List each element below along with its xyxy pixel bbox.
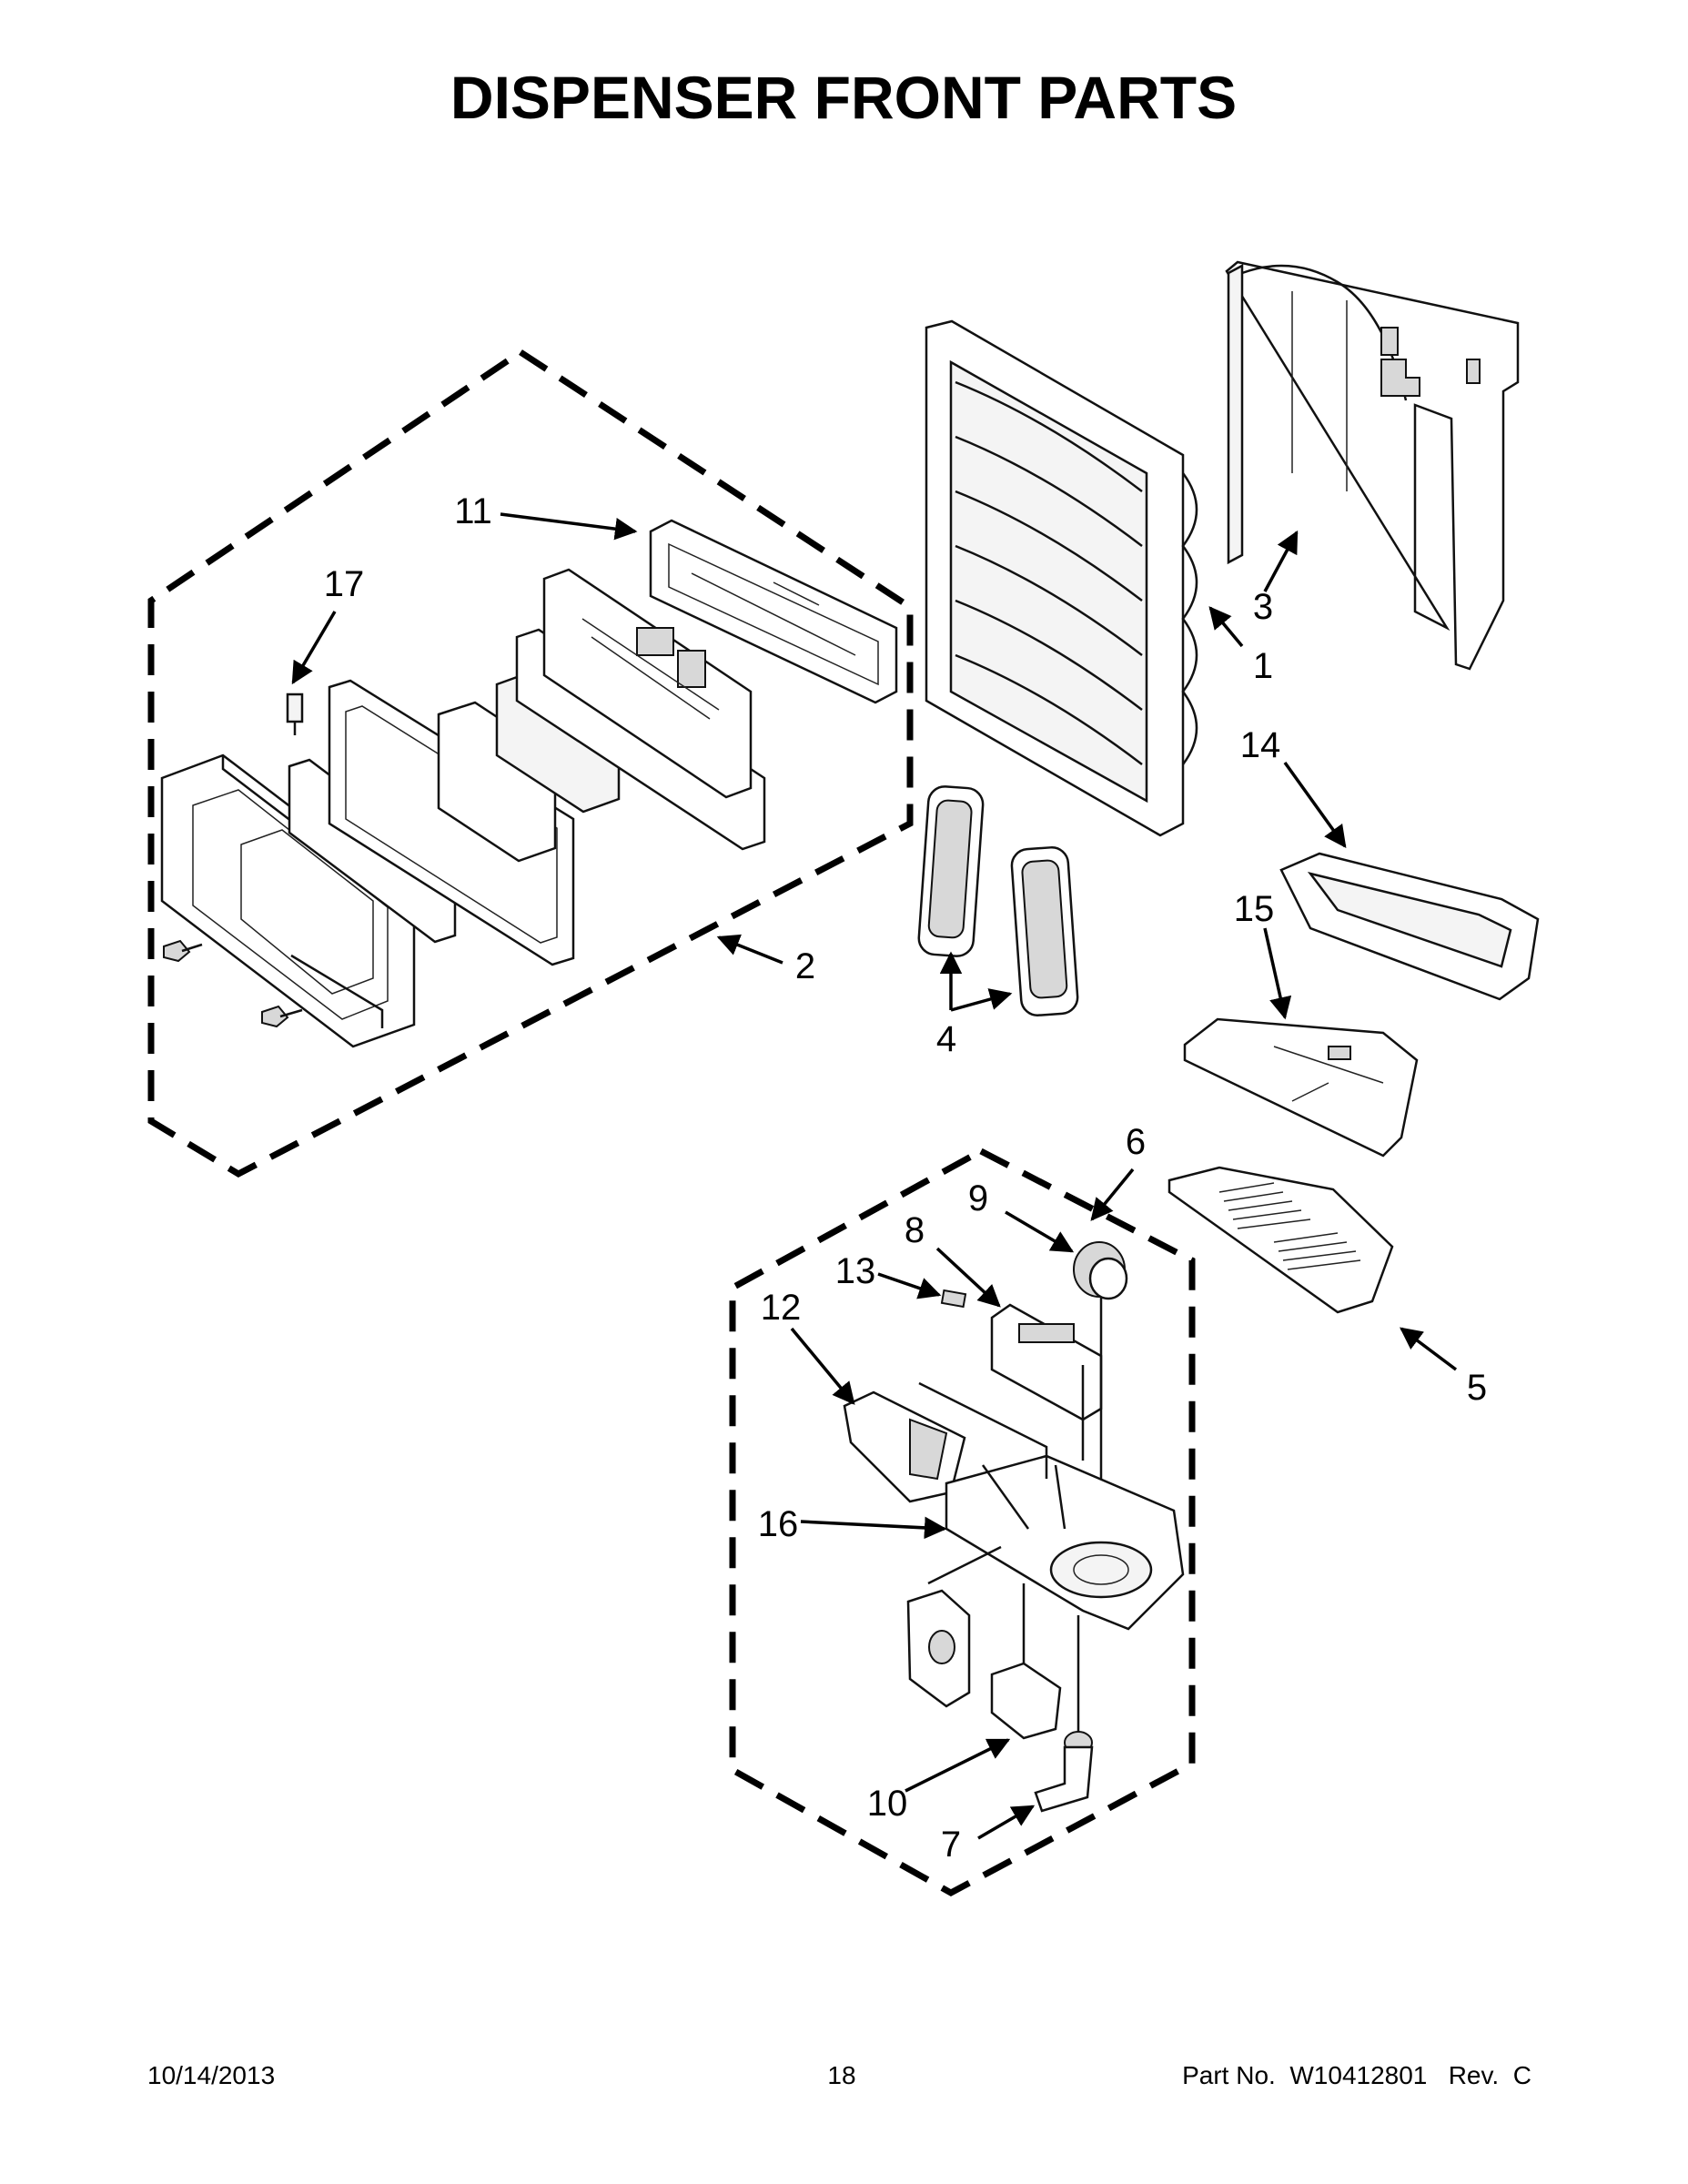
callout-6: 6	[1126, 1122, 1146, 1162]
group-boundary-dispenser-mechanism	[729, 1148, 1196, 1896]
part-3-rear-cover	[1225, 260, 1520, 671]
leader-8	[935, 1247, 1001, 1308]
part-17-connector	[286, 693, 304, 735]
part-4-button-pad-right	[1010, 846, 1079, 1016]
callout-16: 16	[758, 1504, 799, 1544]
leader-9	[1005, 1210, 1075, 1253]
callout-13: 13	[835, 1251, 876, 1291]
assembly-guide-lines	[918, 1297, 1103, 1734]
part-display-frame	[328, 679, 575, 966]
leader-14	[1283, 761, 1347, 848]
part-9-motor-cap	[1073, 1241, 1128, 1300]
callout-12: 12	[761, 1288, 802, 1328]
callout-17: 17	[324, 564, 365, 604]
callout-1: 1	[1253, 646, 1273, 686]
footer-part-number: Part No. W10412801 Rev. C	[1182, 2061, 1531, 2089]
callout-9: 9	[968, 1178, 988, 1218]
leader-5	[1400, 1327, 1458, 1371]
part-1-dispenser-housing	[925, 319, 1198, 837]
leader-12	[790, 1327, 855, 1405]
callout-11: 11	[454, 491, 492, 531]
callout-2: 2	[795, 946, 815, 986]
footer-page-number: 18	[827, 2061, 855, 2089]
leader-6	[1090, 1168, 1135, 1221]
part-screw-right	[261, 1005, 303, 1028]
callout-8: 8	[905, 1210, 925, 1250]
leader-13	[877, 1272, 942, 1299]
leader-15	[1263, 927, 1292, 1020]
leader-4-right	[950, 988, 1013, 1012]
part-16-dispenser-base	[945, 1454, 1185, 1631]
leader-11	[500, 512, 638, 541]
footer-date: 10/14/2013	[147, 2061, 275, 2089]
callout-10: 10	[867, 1784, 908, 1824]
part-ice-door-flap	[906, 1589, 971, 1708]
part-control-board	[542, 568, 753, 799]
group-boundary-control-panel	[147, 348, 914, 1178]
leader-16	[800, 1516, 947, 1540]
part-4-button-pad-left	[917, 785, 985, 957]
leader-3	[1263, 530, 1299, 592]
callout-4: 4	[936, 1019, 956, 1059]
part-15-tray-support	[1183, 1017, 1419, 1158]
callout-5: 5	[1467, 1368, 1487, 1408]
callout-14: 14	[1240, 725, 1281, 765]
leader-7	[977, 1805, 1036, 1840]
page-title: DISPENSER FRONT PARTS	[450, 64, 1237, 131]
leader-10	[905, 1738, 1011, 1793]
part-7-water-fitting	[1034, 1731, 1094, 1813]
leader-2	[716, 934, 783, 965]
part-8-actuator-bracket	[990, 1303, 1103, 1421]
callout-7: 7	[941, 1825, 961, 1865]
callout-15: 15	[1234, 889, 1275, 929]
part-10-switch	[990, 1662, 1062, 1740]
part-13-pin	[940, 1289, 967, 1309]
leader-17	[291, 611, 337, 685]
grille-slots	[1218, 1182, 1361, 1270]
callout-3: 3	[1253, 587, 1273, 627]
part-5-drip-tray-grille	[1167, 1166, 1394, 1314]
part-screw-left	[163, 939, 203, 963]
part-11-rear-housing	[649, 519, 898, 704]
leader-1	[1208, 606, 1244, 648]
part-14-drip-tray-frame	[1279, 852, 1540, 1001]
